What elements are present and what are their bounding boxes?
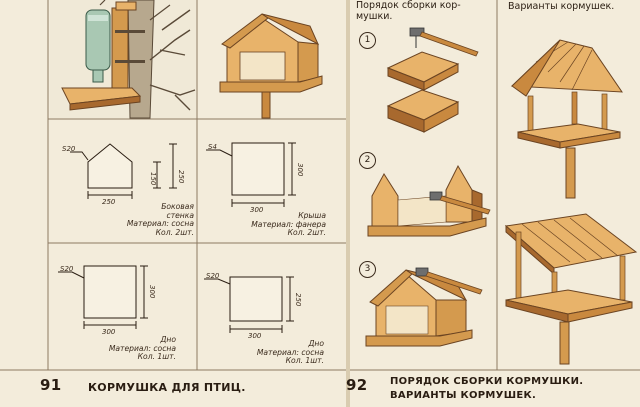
bottom2-label: Дно Материал: сосна Кол. 1шт. <box>256 339 324 366</box>
page-92-drawing <box>350 0 640 371</box>
variants-header: Варианты кормушек. <box>508 1 615 12</box>
bottom2-height-dim: 250 <box>294 293 302 307</box>
side-wall-corner-dim: S20 <box>62 145 76 153</box>
bottom-width-dim: 300 <box>102 328 116 336</box>
bottom2-width-dim: 300 <box>248 332 262 340</box>
figure-91-caption: КОРМУШКА ДЛЯ ПТИЦ. <box>88 381 246 394</box>
bottom-label: Дно Материал: сосна Кол. 1шт. <box>108 335 176 362</box>
bottom-height-dim: 300 <box>148 285 156 299</box>
side-wall-drawing <box>70 143 177 199</box>
roof-corner-dim: S4 <box>208 143 217 151</box>
bottom2-drawing <box>204 276 294 333</box>
tree-feeder-illustration <box>50 0 196 119</box>
book-spine <box>346 0 350 407</box>
roof-label: Крыша Материал: фанера Кол. 2шт. <box>251 211 326 238</box>
side-wall-label: Боковая стенка Материал: сосна Кол. 2шт. <box>126 202 194 237</box>
house-feeder-illustration <box>219 13 323 119</box>
feeder-variant-2-illustration <box>504 213 638 365</box>
roof-width-dim: 300 <box>250 206 264 214</box>
assembly-order-header: Порядок сборки кор- мушки. <box>356 0 461 22</box>
side-wall-width-dim: 250 <box>102 198 116 206</box>
roof-height-dim: 300 <box>296 163 304 177</box>
page-91: S20 250 250 150 S4 300 300 S <box>0 0 346 394</box>
assembly-step-3-illustration <box>365 267 483 347</box>
figure-91-number: 91 <box>40 376 62 394</box>
figure-92-caption-line1: ПОРЯДОК СБОРКИ КОРМУШКИ. <box>390 376 584 387</box>
bottom-drawing <box>58 265 148 329</box>
assembly-step-1-illustration <box>386 27 479 133</box>
figure-92-caption-line2: ВАРИАНТЫ КОРМУШЕК. <box>390 390 537 401</box>
feeder-variant-1-illustration <box>510 39 623 199</box>
step-3-badge: 3 <box>359 261 376 278</box>
side-wall-inner-height-dim: 150 <box>149 172 157 186</box>
figure-92-number: 92 <box>346 376 368 394</box>
page-91-drawing: S20 250 250 150 S4 300 300 S <box>0 0 346 371</box>
bottom2-corner-dim: S20 <box>206 272 220 280</box>
step-2-badge: 2 <box>359 152 376 169</box>
assembly-step-2-illustration <box>367 164 491 237</box>
page-92: Порядок сборки кор- мушки. Варианты корм… <box>346 0 640 407</box>
side-wall-height-dim: 250 <box>177 170 185 184</box>
step-1-badge: 1 <box>359 32 376 49</box>
roof-drawing <box>206 142 296 207</box>
bottom-corner-dim: S20 <box>60 265 74 273</box>
